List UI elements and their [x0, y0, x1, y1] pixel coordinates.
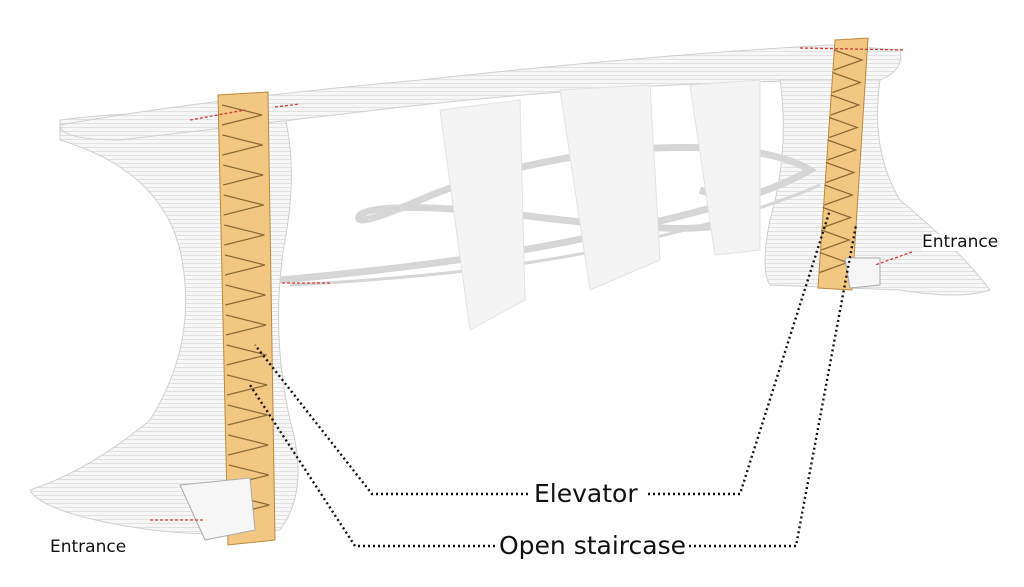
- stair-flight: [827, 139, 858, 161]
- stair-flight: [225, 314, 267, 336]
- left-entrance-box: [179, 477, 256, 541]
- stair-flight: [221, 104, 263, 126]
- stair-flight: [225, 284, 266, 306]
- elevator-leader-right: [648, 209, 832, 496]
- open-staircase-label: Open staircase: [499, 531, 687, 560]
- staircase-leader-right: [684, 224, 858, 548]
- staircase-leader-left: [248, 384, 495, 548]
- stair-flight: [822, 206, 853, 229]
- stair-flight: [828, 116, 859, 139]
- elevator-label: Elevator: [534, 479, 638, 508]
- circulation-arrows: [150, 47, 913, 521]
- stair-flight: [832, 71, 863, 94]
- stair-flight: [833, 49, 864, 71]
- stair-flight: [227, 404, 268, 426]
- leader-lines: [248, 209, 858, 548]
- stair-flight: [820, 229, 851, 251]
- stair-flight: [226, 374, 268, 396]
- stair-flight: [226, 344, 267, 366]
- entrance-label-left: Entrance: [50, 537, 127, 557]
- stair-flight: [228, 434, 269, 456]
- stair-flight: [825, 161, 856, 184]
- hanging-screens: [439, 79, 761, 331]
- stair-flight: [224, 254, 266, 276]
- stair-flight: [830, 94, 861, 116]
- right-entrance-box: [844, 257, 881, 289]
- stair-flight: [223, 194, 264, 216]
- entrance-label-right: Entrance: [922, 232, 999, 252]
- stair-flight: [222, 134, 263, 156]
- stair-flight: [824, 184, 855, 206]
- stair-flight: [222, 164, 264, 186]
- elevator-leader-left: [254, 344, 528, 496]
- left-tower: [217, 91, 276, 546]
- stair-flight: [224, 224, 265, 246]
